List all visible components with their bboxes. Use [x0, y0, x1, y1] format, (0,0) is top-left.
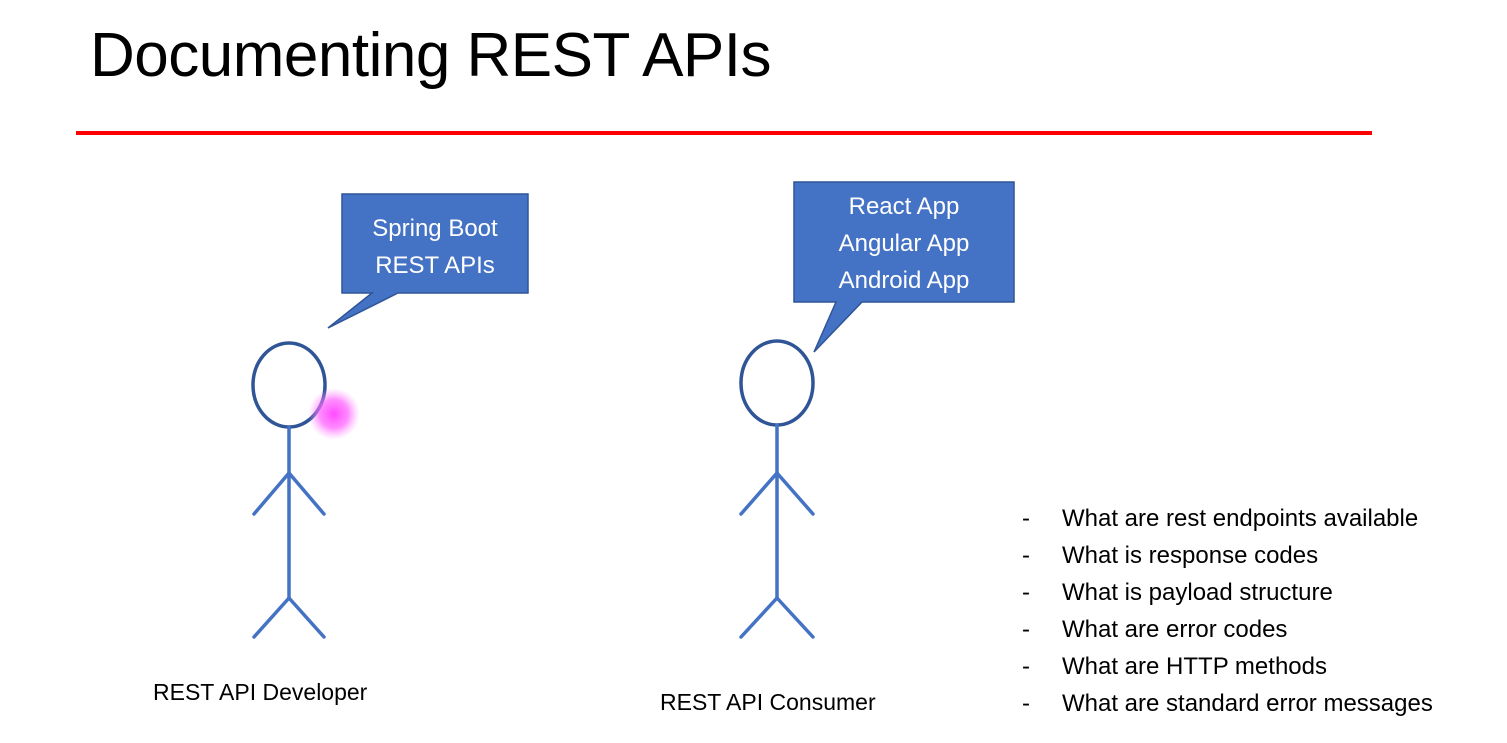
consumer-left-arm: [739, 471, 779, 516]
consumer-bubble-text: React App Angular App Android App: [794, 188, 1014, 299]
checklist-item-text: What is response codes: [1062, 542, 1319, 569]
developer-speech-bubble: [327, 193, 529, 329]
bullet-dash: -: [1022, 505, 1030, 532]
bullet-dash: -: [1022, 616, 1030, 643]
developer-right-leg: [287, 596, 326, 639]
bullet-dash: -: [1022, 542, 1030, 569]
checklist-item-text: What is payload structure: [1062, 579, 1333, 606]
checklist-item-text: What are standard error messages: [1062, 690, 1433, 717]
checklist-item: - What is payload structure: [1022, 574, 1433, 611]
pointer-highlight: [308, 388, 360, 440]
checklist-item: - What are rest endpoints available: [1022, 500, 1433, 537]
slide-title: Documenting REST APIs: [90, 21, 772, 90]
developer-bubble-line: Spring Boot: [372, 215, 498, 242]
consumer-bubble-line: Angular App: [838, 230, 970, 257]
developer-label: REST API Developer: [153, 679, 368, 705]
checklist-item-text: What are rest endpoints available: [1062, 505, 1419, 532]
consumer-stick-figure: [739, 339, 815, 639]
consumer-right-arm: [775, 471, 815, 516]
checklist-item: - What are standard error messages: [1022, 685, 1433, 722]
checklist-item: - What are HTTP methods: [1022, 648, 1433, 685]
checklist-item-text: What are error codes: [1062, 616, 1288, 643]
developer-stick-figure: [251, 341, 327, 639]
developer-bubble-line: REST APIs: [375, 252, 495, 279]
consumer-bubble-line: Android App: [838, 267, 970, 294]
developer-left-leg: [252, 596, 291, 639]
bullet-dash: -: [1022, 579, 1030, 606]
documentation-checklist: - What are rest endpoints available - What…: [1022, 500, 1433, 722]
bullet-dash: -: [1022, 653, 1030, 680]
title-divider: [76, 131, 1372, 135]
developer-left-arm: [252, 471, 291, 516]
consumer-head: [739, 339, 815, 427]
developer-bubble-text: Spring Boot REST APIs: [342, 210, 528, 284]
checklist-item-text: What are HTTP methods: [1062, 653, 1327, 680]
consumer-left-leg: [739, 596, 779, 639]
consumer-speech-bubble: [793, 181, 1015, 353]
consumer-bubble-line: React App: [848, 193, 960, 220]
checklist-item: - What are error codes: [1022, 611, 1433, 648]
consumer-label: REST API Consumer: [660, 689, 876, 715]
consumer-right-leg: [775, 596, 815, 639]
bullet-dash: -: [1022, 690, 1030, 717]
developer-right-arm: [287, 471, 326, 516]
checklist-item: - What is response codes: [1022, 537, 1433, 574]
